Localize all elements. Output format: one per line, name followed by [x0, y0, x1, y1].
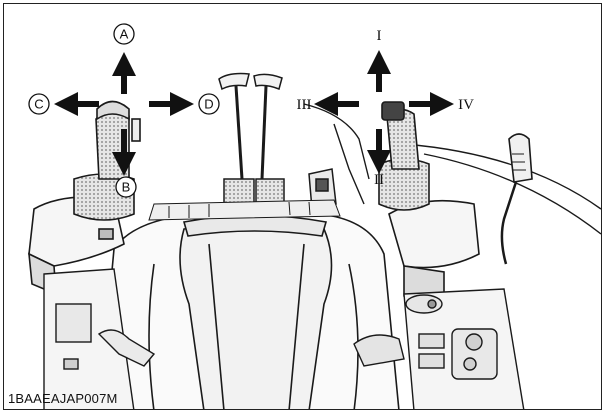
right-armrest — [389, 201, 479, 304]
diagram-frame: A B C D I II III IV — [3, 3, 602, 410]
center-levers — [219, 74, 336, 209]
label-iii: III — [297, 97, 312, 113]
label-ii: II — [374, 172, 384, 188]
operator-seat — [99, 214, 399, 410]
label-b: B — [122, 180, 131, 195]
label-d: D — [204, 97, 213, 112]
label-c: C — [34, 97, 43, 112]
left-joystick — [74, 102, 140, 221]
floor-grille — [149, 200, 340, 220]
label-a: A — [120, 27, 129, 42]
label-iv: IV — [458, 97, 474, 113]
right-joystick — [379, 102, 429, 210]
cab-illustration: A B C D I II III IV — [4, 4, 602, 410]
figure-code: 1BAAEAJAP007M — [8, 391, 118, 406]
label-i: I — [377, 28, 382, 44]
shift-lever — [502, 134, 532, 264]
